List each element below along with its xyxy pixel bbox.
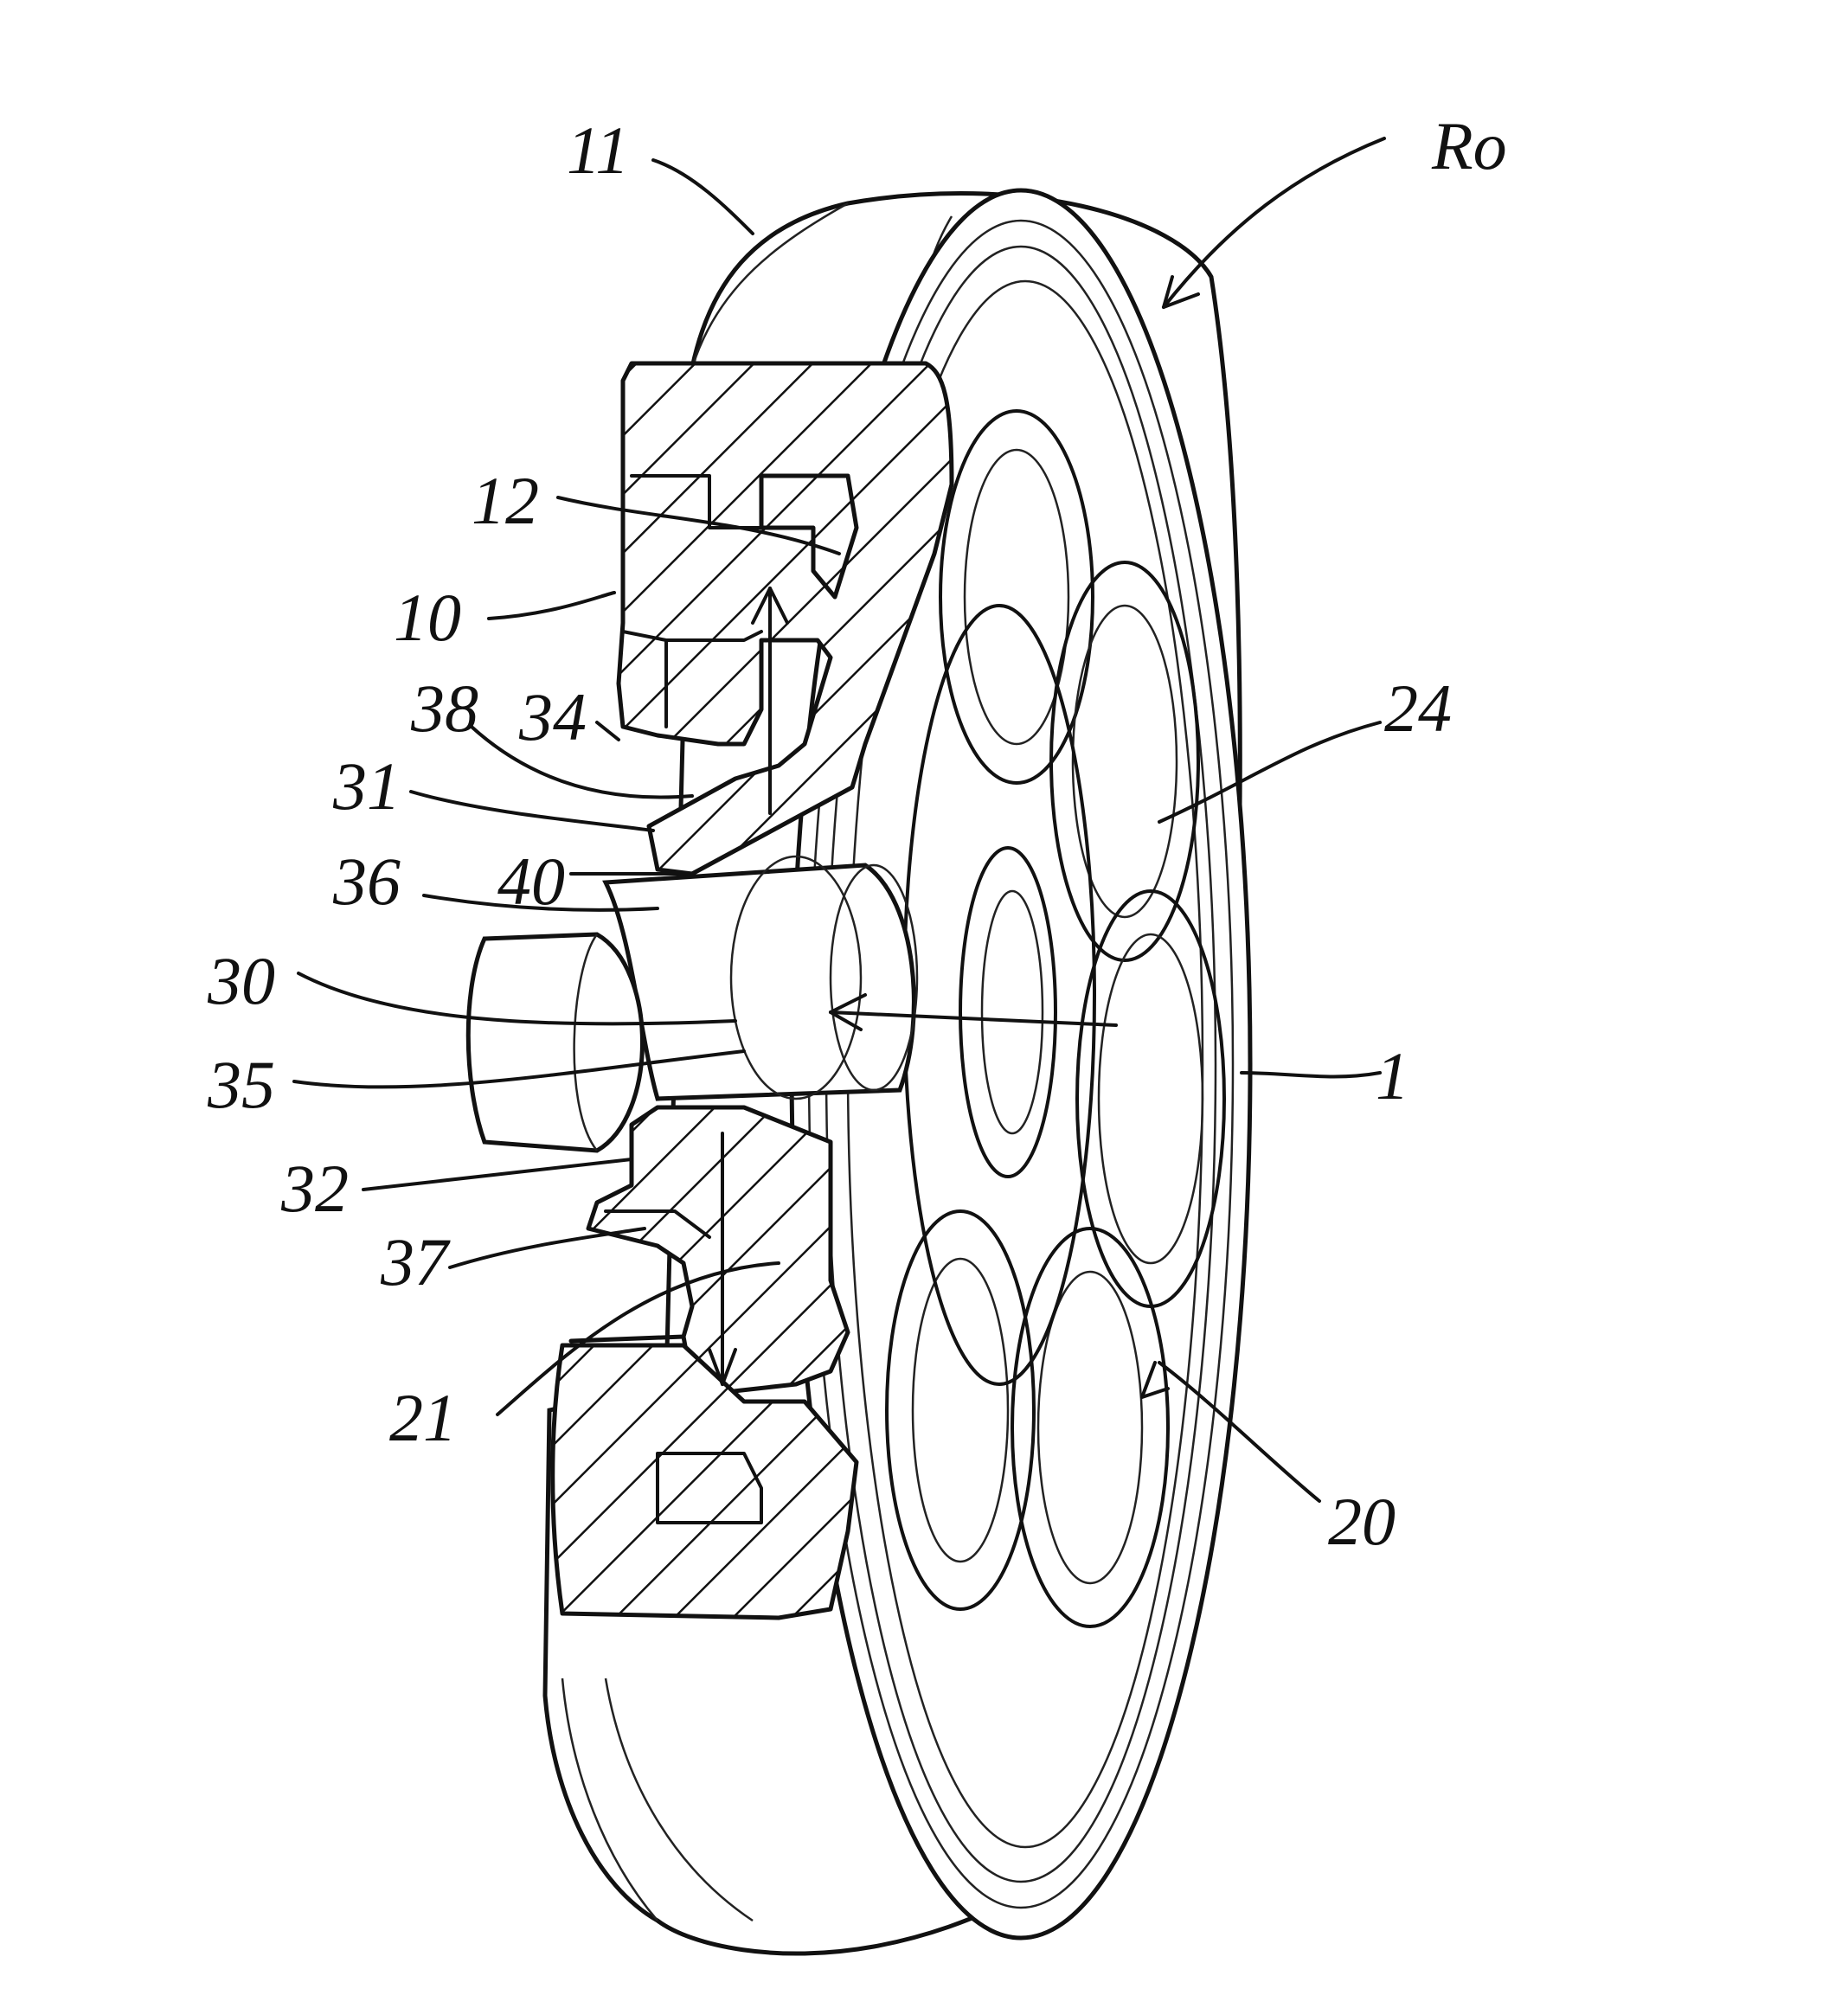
label-36: 36 (332, 844, 401, 919)
label-31: 31 (332, 748, 401, 824)
label-40: 40 (497, 844, 565, 919)
label-11: 11 (567, 112, 629, 188)
label-32: 32 (280, 1151, 349, 1226)
label-35: 35 (207, 1047, 275, 1122)
label-10: 10 (394, 580, 461, 655)
label-21: 21 (389, 1380, 457, 1455)
label-1: 1 (1376, 1038, 1409, 1113)
lower-section (553, 1107, 857, 1618)
label-34: 34 (518, 679, 587, 754)
label-37: 37 (380, 1224, 451, 1299)
label-20: 20 (1328, 1484, 1396, 1559)
label-30: 30 (207, 943, 275, 1018)
label-12: 12 (472, 463, 539, 538)
label-Ro: Ro (1431, 108, 1507, 183)
label-24: 24 (1384, 670, 1452, 746)
label-38: 38 (410, 670, 478, 746)
